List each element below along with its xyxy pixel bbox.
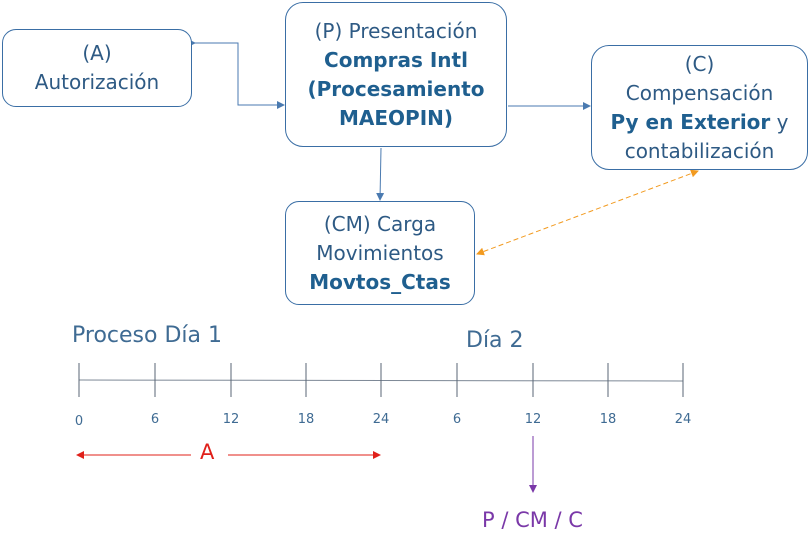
box-carga-movimientos: (CM) Carga Movimientos Movtos_Ctas [285, 201, 475, 305]
box-p-bold-2: (Procesamiento [307, 76, 485, 101]
box-c-bold: Py en Exterior [610, 109, 771, 134]
range-label: A [200, 440, 215, 464]
tick-label: 12 [222, 412, 240, 427]
tick-label: 6 [452, 412, 462, 427]
box-c-code: (C) [684, 51, 715, 76]
box-cm-title: (CM) Carga [323, 211, 437, 236]
box-c-line4: contabilización [624, 138, 775, 163]
tick-label: 24 [372, 412, 390, 427]
connector-p-cm [376, 147, 385, 201]
tick-label: 12 [524, 412, 542, 427]
tick-label: 18 [297, 412, 315, 427]
box-c-title: Compensación [625, 80, 774, 105]
box-c-line3: Py en Exterior y [610, 108, 788, 137]
event-label: P / CM / C [482, 508, 583, 532]
connector-a-p [188, 39, 285, 109]
box-p-title: (P) Presentación [314, 18, 478, 43]
day2-label: Día 2 [466, 328, 524, 353]
timeline [78, 363, 684, 397]
day1-label: Proceso Día 1 [72, 323, 222, 348]
box-autorizacion: (A) Autorización [2, 29, 192, 107]
box-presentacion: (P) Presentación Compras Intl (Procesami… [285, 2, 507, 147]
tick-label: 6 [150, 412, 160, 427]
box-p-bold-3: MAEOPIN) [338, 105, 454, 130]
box-p-bold-1: Compras Intl [324, 47, 468, 72]
box-c-tail: y [770, 109, 789, 134]
tick-label: 18 [599, 412, 617, 427]
box-a-title: Autorización [34, 70, 160, 94]
box-cm-bold: Movtos_Ctas [309, 269, 451, 294]
box-a-code: (A) [82, 41, 112, 65]
tick-label: 0 [74, 414, 84, 429]
tick-label: 24 [674, 412, 692, 427]
box-compensacion: (C) Compensación Py en Exterior y contab… [591, 45, 808, 170]
connector-c-cm-dashed [476, 169, 699, 256]
box-cm-subtitle: Movimientos [316, 240, 444, 265]
